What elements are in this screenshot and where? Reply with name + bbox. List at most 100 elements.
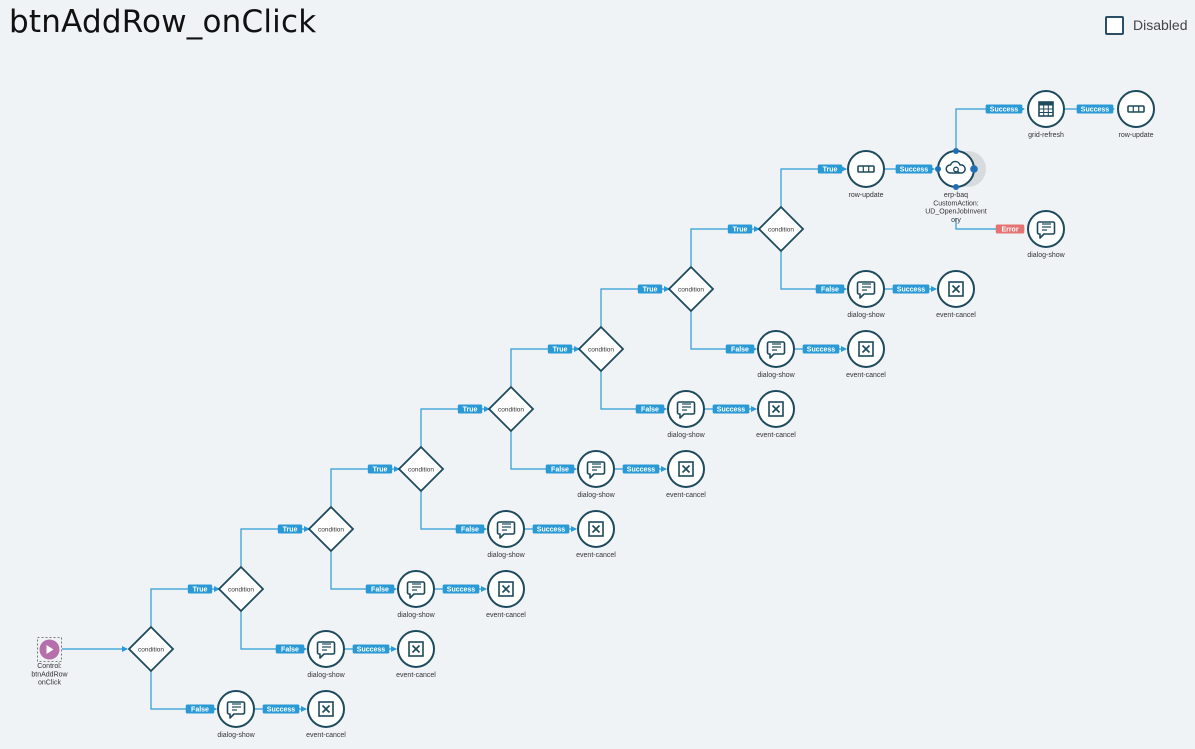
- connector-line: [330, 551, 397, 592]
- dialog-node[interactable]: [307, 630, 345, 668]
- edge-badge[interactable]: True: [367, 464, 393, 474]
- edge-badge[interactable]: Success: [622, 464, 660, 474]
- chat-bubble-icon: [586, 461, 606, 479]
- condition-node[interactable]: condition: [217, 565, 265, 613]
- edge-badge-label: False: [461, 527, 479, 534]
- chat-bubble-icon: [766, 341, 786, 359]
- edge-badge[interactable]: False: [185, 704, 215, 714]
- edge-badge[interactable]: False: [275, 644, 305, 654]
- node-label: event-cancel: [576, 552, 616, 559]
- node-label: event-cancel: [666, 492, 706, 499]
- chat-bubble-icon: [1036, 221, 1056, 239]
- rowupdate-node[interactable]: [1117, 90, 1155, 128]
- edge-badge[interactable]: False: [635, 404, 665, 414]
- close-box-icon: [768, 401, 784, 417]
- node-label: dialog-show: [757, 372, 795, 379]
- condition-node[interactable]: condition: [127, 625, 175, 673]
- node-label: event-cancel: [936, 312, 976, 319]
- edge-badge[interactable]: False: [365, 584, 395, 594]
- cancel-node[interactable]: [307, 690, 345, 728]
- edge-badge[interactable]: False: [815, 284, 845, 294]
- cancel-node[interactable]: [397, 630, 435, 668]
- dialog-node[interactable]: [577, 450, 615, 488]
- connector-line: [955, 106, 1025, 148]
- condition-label: condition: [498, 407, 524, 414]
- cancel-node[interactable]: [847, 330, 885, 368]
- connector-line: [600, 371, 667, 412]
- node-label: dialog-show: [667, 432, 705, 439]
- edge-badge-label: True: [823, 167, 838, 174]
- edge-badge-label: Success: [990, 107, 1019, 114]
- edge-badge[interactable]: False: [545, 464, 575, 474]
- dialog-node[interactable]: [217, 690, 255, 728]
- cancel-node[interactable]: [757, 390, 795, 428]
- edge-badge[interactable]: Success: [985, 104, 1023, 114]
- port-dot[interactable]: [935, 166, 941, 172]
- edge-badge[interactable]: Success: [532, 524, 570, 534]
- port-dot[interactable]: [953, 184, 959, 190]
- dialog-node[interactable]: [757, 330, 795, 368]
- port-dot[interactable]: [970, 165, 978, 173]
- edge-badge[interactable]: True: [637, 284, 663, 294]
- dialog-node[interactable]: [667, 390, 705, 428]
- edge-badge[interactable]: Success: [892, 284, 930, 294]
- edge-badge[interactable]: True: [457, 404, 483, 414]
- chat-bubble-icon: [676, 401, 696, 419]
- dialog-node[interactable]: [1027, 210, 1065, 248]
- dialog-node[interactable]: [397, 570, 435, 608]
- edge-badge[interactable]: True: [817, 164, 843, 174]
- cancel-node[interactable]: [937, 270, 975, 308]
- edge-badge-label: False: [281, 647, 299, 654]
- edge-badge[interactable]: True: [277, 524, 303, 534]
- connector-line: [780, 251, 847, 292]
- edge-badge[interactable]: Success: [262, 704, 300, 714]
- condition-label: condition: [138, 647, 164, 654]
- node-label: dialog-show: [397, 612, 435, 619]
- close-box-icon: [318, 701, 334, 717]
- rowupdate-node[interactable]: [847, 150, 885, 188]
- cancel-node[interactable]: [487, 570, 525, 608]
- condition-node[interactable]: condition: [487, 385, 535, 433]
- edge-badge[interactable]: True: [727, 224, 753, 234]
- edge-badge[interactable]: Success: [802, 344, 840, 354]
- edge-badge-label: False: [731, 347, 749, 354]
- condition-node[interactable]: condition: [757, 205, 805, 253]
- disabled-checkbox[interactable]: [1105, 15, 1124, 35]
- node-label: dialog-show: [487, 552, 525, 559]
- dialog-node[interactable]: [487, 510, 525, 548]
- connector-line: [150, 586, 220, 627]
- condition-label: condition: [228, 587, 254, 594]
- cancel-node[interactable]: [667, 450, 705, 488]
- condition-node[interactable]: condition: [397, 445, 445, 493]
- edge-badge-label: Success: [357, 647, 386, 654]
- erp-node[interactable]: [937, 150, 986, 188]
- edge-badge[interactable]: Error: [995, 224, 1025, 234]
- edge-badge[interactable]: True: [547, 344, 573, 354]
- edge-badge[interactable]: Success: [442, 584, 480, 594]
- edge-badge[interactable]: Success: [352, 644, 390, 654]
- port-dot[interactable]: [953, 148, 959, 154]
- node-label: dialog-show: [1027, 252, 1065, 259]
- edge-badge[interactable]: False: [725, 344, 755, 354]
- cancel-node[interactable]: [577, 510, 615, 548]
- condition-label: condition: [318, 527, 344, 534]
- edge-badge[interactable]: Success: [712, 404, 750, 414]
- edge-badge[interactable]: Success: [1076, 104, 1114, 114]
- edge-badge-label: True: [373, 467, 388, 474]
- dialog-node[interactable]: [847, 270, 885, 308]
- condition-node[interactable]: condition: [307, 505, 355, 553]
- edge-badge[interactable]: False: [455, 524, 485, 534]
- edge-badge-label: Error: [1001, 227, 1018, 234]
- condition-node[interactable]: condition: [577, 325, 625, 373]
- edge-badge[interactable]: True: [187, 584, 213, 594]
- page-title: btnAddRow_onClick: [9, 4, 317, 40]
- condition-node[interactable]: condition: [667, 265, 715, 313]
- edge-badge[interactable]: Success: [895, 164, 933, 174]
- trigger-node[interactable]: [37, 637, 62, 662]
- close-box-icon: [948, 281, 964, 297]
- grid-node[interactable]: [1027, 90, 1065, 128]
- disabled-toggle[interactable]: Disabled: [1105, 15, 1187, 35]
